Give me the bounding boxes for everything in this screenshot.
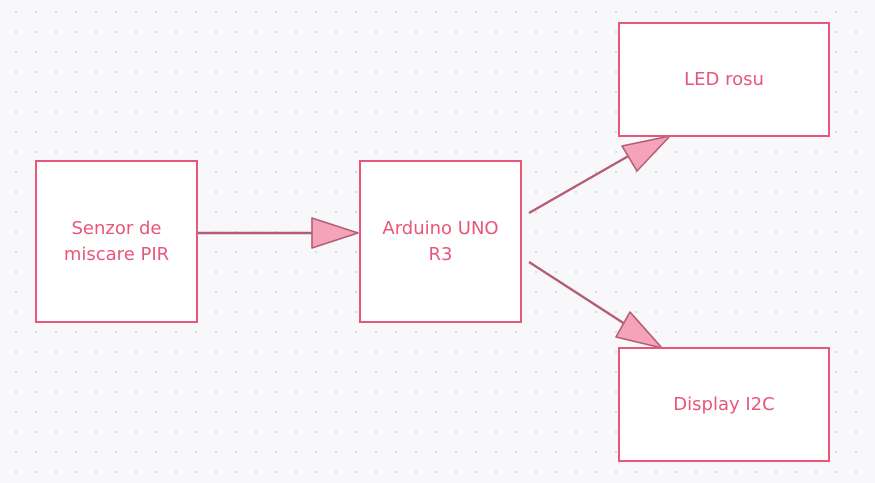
node-led: LED rosu	[618, 22, 830, 137]
node-led-label: LED rosu	[684, 68, 764, 90]
edge-arduino-to-display	[528, 260, 663, 349]
edge-line	[528, 260, 629, 328]
node-display-label: Display I2C	[673, 393, 775, 415]
edge-line	[528, 152, 633, 215]
node-pir-sensor-label: Senzor de miscare PIR	[63, 217, 170, 265]
node-pir-sensor: Senzor de miscare PIR	[35, 160, 198, 323]
node-display: Display I2C	[618, 347, 830, 462]
edge-pir-to-arduino	[198, 217, 359, 249]
node-arduino: Arduino UNO R3	[359, 160, 522, 323]
node-arduino-label: Arduino UNO R3	[382, 217, 499, 265]
arrowhead	[621, 135, 671, 172]
edge-arduino-to-led	[528, 135, 671, 215]
arrowhead	[615, 311, 663, 349]
arrowhead	[311, 217, 359, 249]
